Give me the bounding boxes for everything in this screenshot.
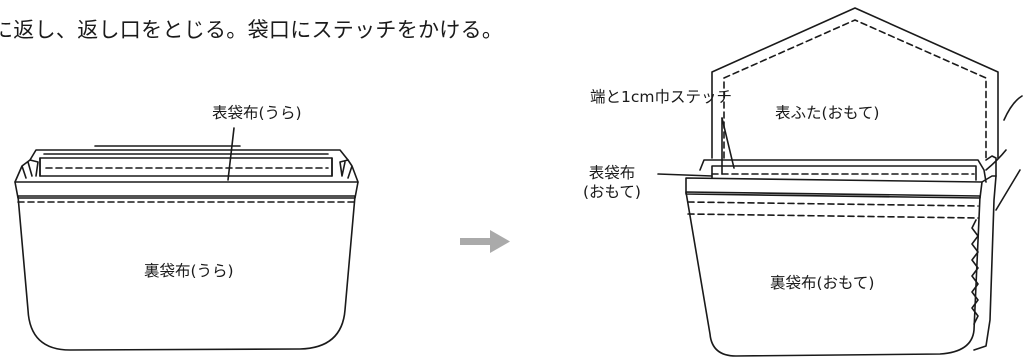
outer-bag-label-leader xyxy=(657,173,713,177)
right-bag-top-band xyxy=(685,177,983,199)
left-bag-opening-back xyxy=(29,149,349,161)
right-stitch-band-2 xyxy=(687,213,979,219)
right-bag-body xyxy=(685,191,981,357)
right-bag-opening xyxy=(699,159,987,183)
left-bag xyxy=(14,145,359,351)
left-bag-inner-sides xyxy=(39,157,333,177)
label-lining-back: 裏袋布(うら) xyxy=(144,262,234,280)
label-outer-bag-front: 表袋布 (おもて) xyxy=(574,164,650,203)
stitch-label-leader-1 xyxy=(721,117,735,169)
label-outer-bag-back: 表袋布(うら) xyxy=(212,104,302,122)
label-stitch: 端と1cm巾ステッチ xyxy=(590,88,732,106)
left-bag-body xyxy=(17,195,356,351)
right-flap-outline xyxy=(711,7,999,159)
left-bag-right-corner xyxy=(339,159,359,183)
left-label-leader xyxy=(227,127,235,181)
right-bag-gusset-zigzag xyxy=(971,219,979,325)
right-stitch-band-1 xyxy=(687,201,979,207)
label-flap-front: 表ふた(おもて) xyxy=(775,104,880,122)
left-bag-top-band xyxy=(14,181,359,199)
right-bag-gusset xyxy=(973,175,997,351)
right-bag xyxy=(685,95,1023,357)
label-outer-bag-front-line2: (おもて) xyxy=(583,183,641,202)
right-flap xyxy=(711,7,999,159)
right-flap-stitch xyxy=(723,19,987,159)
left-stitches xyxy=(17,167,355,203)
right-bag-opening-inner xyxy=(711,165,977,181)
left-bag-opening-inner xyxy=(39,157,333,177)
left-bag-left-corner xyxy=(14,159,39,183)
right-bag-strap-tab xyxy=(985,155,997,177)
instruction-text: に返し、返し口をとじる。袋口にステッチをかける。 xyxy=(0,18,504,42)
right-arrow-icon xyxy=(460,230,510,253)
right-bag-strap xyxy=(985,95,1023,211)
label-lining-front: 裏袋布(おもて) xyxy=(770,274,875,292)
right-stitches xyxy=(687,173,979,219)
label-outer-bag-front-line1: 表袋布 xyxy=(588,164,636,182)
